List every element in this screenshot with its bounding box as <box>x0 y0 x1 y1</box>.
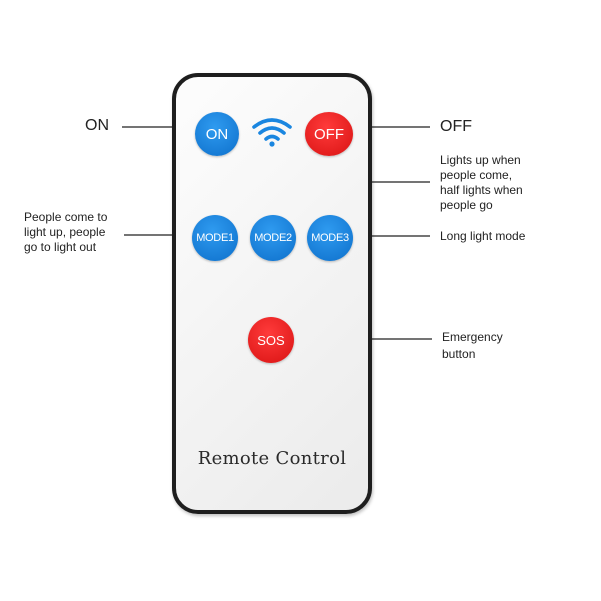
callout-mode2: Lights up when people come, half lights … <box>440 153 560 213</box>
mode1-button[interactable]: MODE1 <box>192 215 238 261</box>
callout-mode2-line: half lights when <box>440 183 523 197</box>
callout-sos-line: Emergency <box>442 330 503 344</box>
callout-mode2-line: people go <box>440 198 493 212</box>
callout-mode1: People come to light up, people go to li… <box>24 210 144 255</box>
callout-sos-line: button <box>442 347 476 361</box>
callout-mode1-line: light up, people <box>24 225 106 239</box>
remote-title: Remote Control <box>197 448 347 469</box>
callout-on: ON <box>85 117 109 134</box>
callout-sos: Emergency button <box>442 329 542 363</box>
callout-mode2-line: Lights up when <box>440 153 521 167</box>
sos-button[interactable]: SOS <box>248 317 294 363</box>
callout-off: OFF <box>440 118 472 135</box>
wifi-icon <box>252 118 292 147</box>
off-button[interactable]: OFF <box>305 112 353 156</box>
mode2-button[interactable]: MODE2 <box>250 215 296 261</box>
callout-mode3: Long light mode <box>440 229 526 243</box>
on-button[interactable]: ON <box>195 112 239 156</box>
callout-mode1-line: People come to <box>24 210 108 224</box>
callout-mode1-line: go to light out <box>24 240 97 254</box>
mode3-button[interactable]: MODE3 <box>307 215 353 261</box>
callout-mode2-line: people come, <box>440 168 513 182</box>
